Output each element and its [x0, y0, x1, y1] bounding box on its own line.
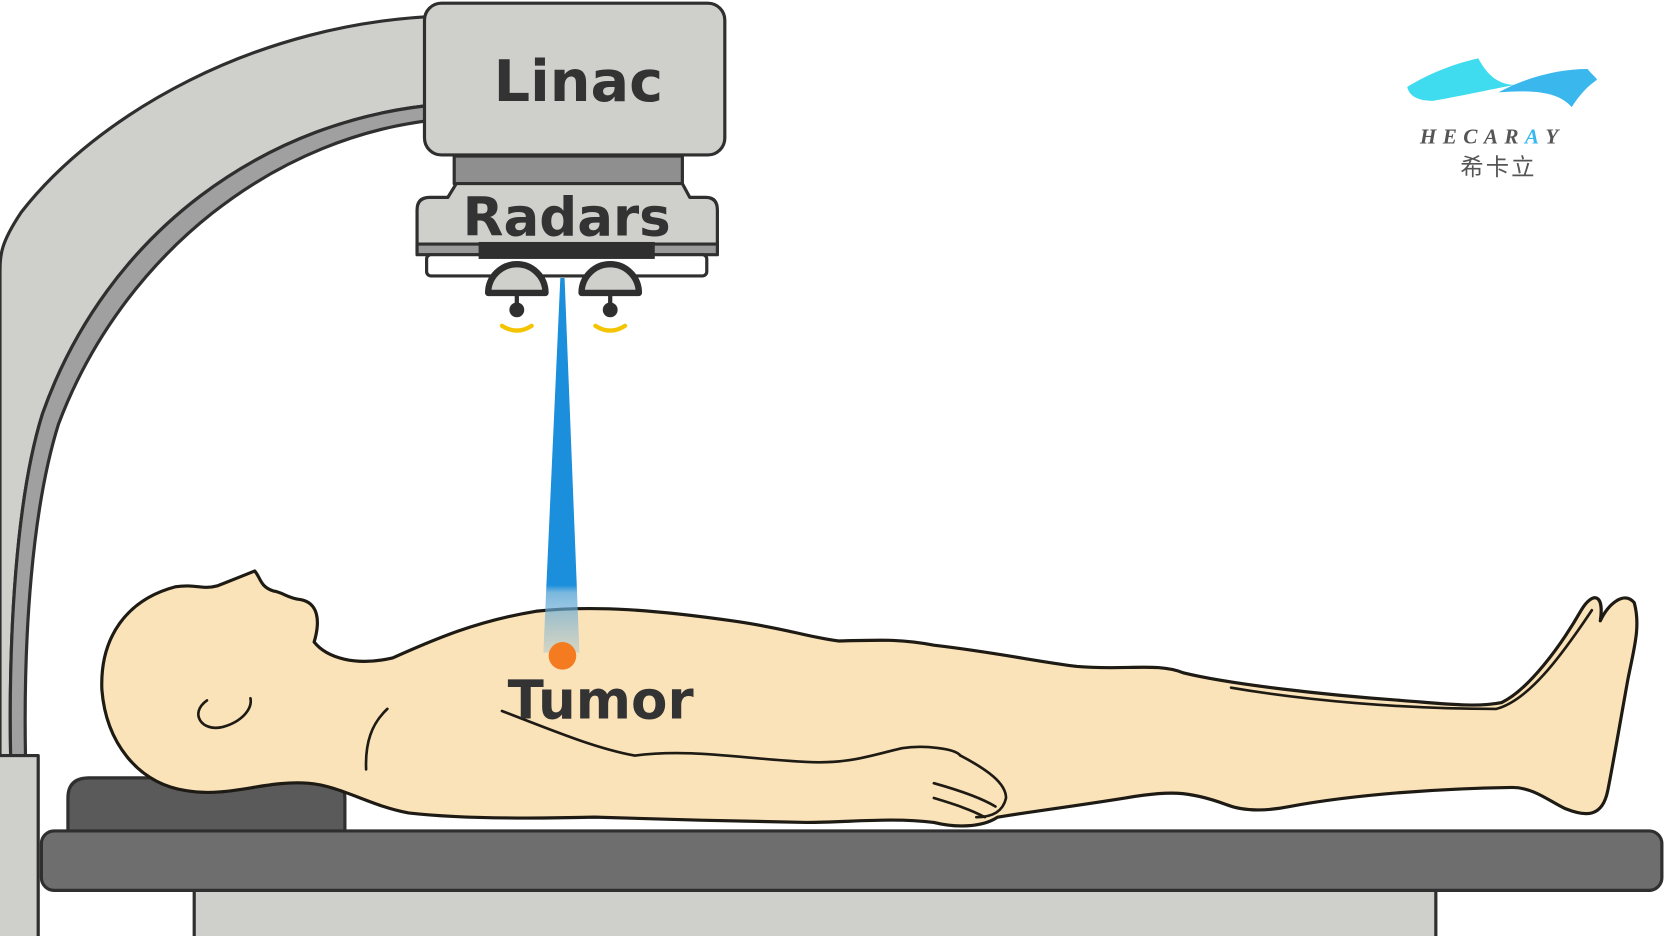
- gantry-stand: [0, 754, 40, 936]
- radar-sensor-left: [484, 261, 549, 333]
- patient: [100, 569, 1639, 828]
- linac-head: Linac: [422, 1, 727, 157]
- logo-text-main: HECAR: [1419, 124, 1525, 148]
- linac-collar: [452, 154, 684, 186]
- tumor-label: Tumor: [508, 669, 694, 731]
- radar-sensor-right: [578, 261, 643, 333]
- radiation-beam: [543, 278, 580, 653]
- logo-text-tail: Y: [1545, 124, 1564, 148]
- couch-base: [192, 885, 1438, 936]
- logo-wave-right-icon: [1498, 68, 1598, 108]
- radar-wave-right: [593, 323, 628, 333]
- logo-text-cn: 希卡立: [1460, 153, 1536, 181]
- svg-text:HECARAY: HECARAY: [1419, 124, 1565, 148]
- tumor: [548, 642, 577, 670]
- treatment-couch: [39, 829, 1664, 892]
- radars-label: Radars: [463, 187, 671, 249]
- linac-label: Linac: [494, 48, 664, 115]
- logo-text-accent: A: [1523, 124, 1546, 148]
- brand-logo: HECARAY 希卡立: [1407, 58, 1598, 181]
- radar-wave-left: [499, 323, 534, 333]
- radar-unit: Radars: [415, 182, 719, 278]
- logo-wave-left-icon: [1407, 58, 1516, 101]
